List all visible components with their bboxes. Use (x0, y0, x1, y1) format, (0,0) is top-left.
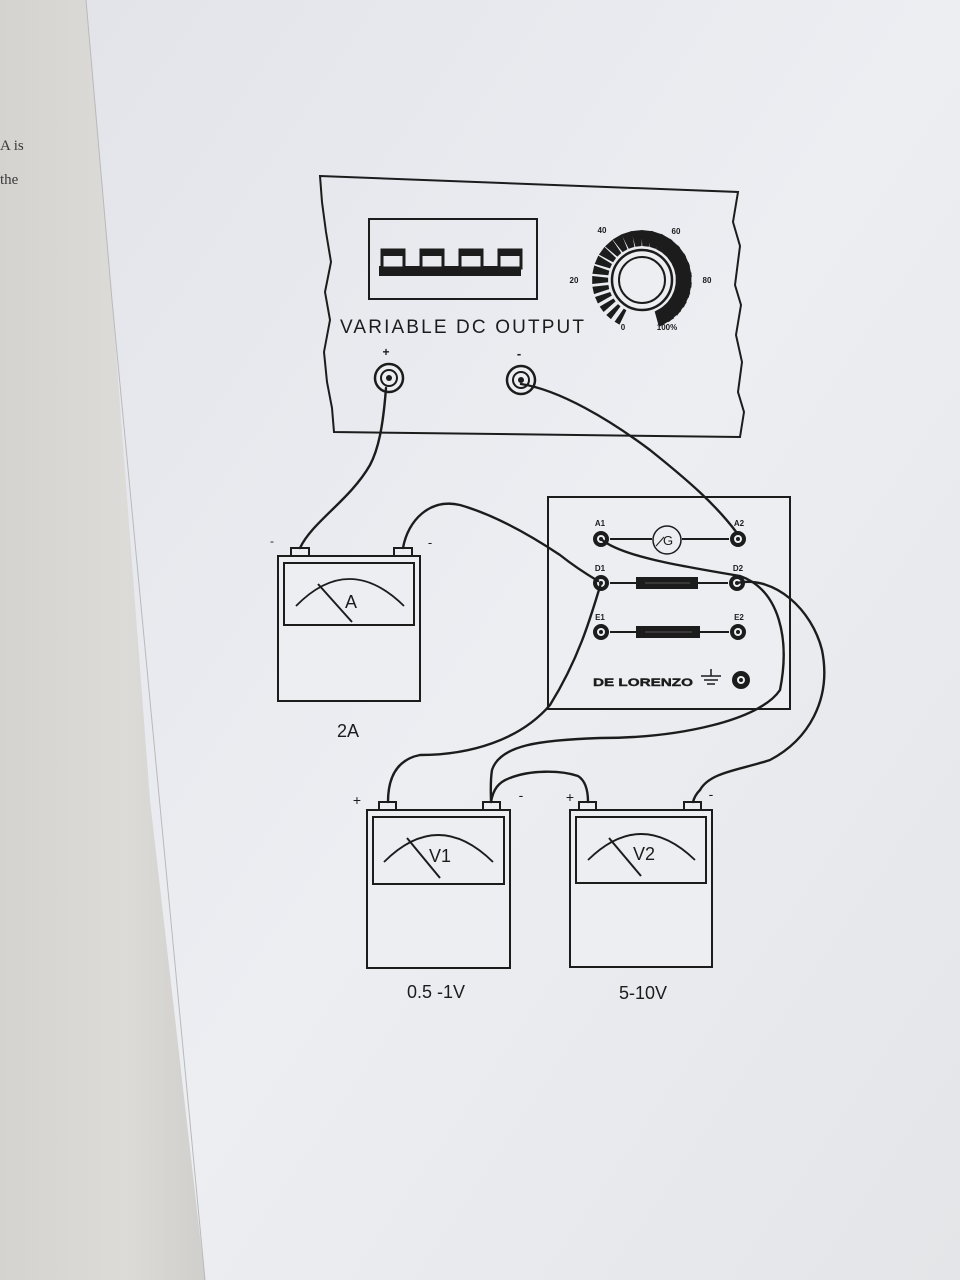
ammeter: A (277, 547, 421, 702)
plus-terminal[interactable] (373, 362, 405, 394)
dial-tick-mark (614, 308, 627, 325)
ground-terminal[interactable] (732, 671, 750, 689)
dial-tick-mark (667, 245, 687, 264)
dial-tick-mark (595, 292, 612, 304)
dial-tick-ring (592, 230, 692, 327)
dial-tick-mark (592, 285, 610, 295)
dial-tick-mark (599, 298, 616, 312)
wire-plus-to-ammeter (298, 386, 388, 550)
dial-tick-mark (605, 239, 622, 257)
ammeter-scale-arc (295, 578, 405, 607)
dial-tick-mark (606, 304, 621, 320)
terminal-e2[interactable] (730, 624, 746, 640)
dial-tick-mark (631, 230, 643, 247)
terminal-e1[interactable] (593, 624, 609, 640)
v2-plus-label: + (566, 789, 574, 805)
ammeter-range: 2A (337, 721, 359, 741)
v1-needle (406, 837, 441, 879)
v1-minus-label: - (519, 787, 524, 803)
power-supply-panel (318, 174, 746, 439)
dial-label-40: 40 (598, 226, 607, 235)
left-page-text-line: the (0, 172, 19, 188)
ground-icon (701, 669, 721, 685)
dial-tick-mark (654, 306, 675, 327)
brand-logo: DE LORENZO (593, 677, 694, 689)
dial-tick-mark (592, 276, 609, 284)
dial-tick-mark (598, 246, 617, 263)
terminal-label-a1: A1 (595, 519, 606, 528)
paper-surface (86, 0, 960, 1280)
ammeter-symbol: A (345, 592, 357, 612)
dial-tick-mark (661, 238, 681, 258)
ammeter-needle (317, 583, 353, 623)
dial-tick-mark (641, 230, 654, 247)
terminal-label-a2: A2 (734, 519, 745, 528)
terminal-label-e1: E1 (595, 613, 605, 622)
v2-scale-arc (587, 833, 696, 861)
voltage-dial: 40 60 20 80 0 100% (570, 226, 712, 332)
plus-terminal-label: + (382, 345, 389, 359)
ammeter-right-polarity: - (428, 535, 432, 550)
terminal-a2[interactable] (730, 531, 746, 547)
v2-symbol: V2 (633, 844, 655, 864)
v1-range: 0.5 -1V (407, 982, 465, 1002)
wire-d2-to-v2-minus (691, 580, 826, 804)
dial-tick-mark (592, 265, 610, 276)
v1-plus-label: + (353, 792, 361, 808)
terminal-label-d2: D2 (733, 564, 744, 573)
dial-tick-mark (666, 296, 687, 316)
toggle-switch-icon (497, 248, 523, 270)
terminal-label-e2: E2 (734, 613, 744, 622)
power-supply-title: VARIABLE DC OUTPUT (340, 317, 584, 338)
dial-label-20: 20 (570, 276, 579, 285)
minus-terminal-label: - (517, 346, 521, 361)
dial-label-80: 80 (703, 276, 712, 285)
galvanometer-symbol: G (663, 533, 673, 548)
ammeter-left-polarity: - (270, 534, 274, 548)
component-board: A1 A2 D1 D2 E1 E2 G DE LORENZO (547, 496, 791, 710)
minus-terminal[interactable] (505, 364, 537, 396)
v2-needle (608, 837, 642, 877)
v1-scale-window (372, 816, 505, 885)
wire-v1-minus-to-v2-plus (489, 770, 590, 804)
wire-d1-to-v1-plus (386, 581, 603, 804)
dial-tick-mark (612, 234, 628, 253)
v2-minus-label: - (709, 786, 714, 802)
dial-label-60: 60 (672, 227, 681, 236)
dial-tick-mark (594, 255, 612, 269)
dial-label-100: 100% (657, 323, 677, 332)
v2-range: 5-10V (619, 983, 667, 1003)
wire-minus-to-a2 (519, 382, 739, 535)
v1-symbol: V1 (429, 846, 451, 866)
v2-scale-window (575, 816, 707, 884)
switch-bank (368, 218, 538, 300)
terminal-label-d1: D1 (595, 564, 606, 573)
toggle-switch-icon (458, 248, 484, 270)
wire-a1-to-v1-minus (489, 537, 785, 804)
voltmeter-v2: V2 (569, 801, 713, 968)
toggle-switch-icon (380, 248, 406, 270)
dial-tick-mark (621, 231, 635, 249)
ammeter-scale-window (283, 562, 415, 626)
galvanometer-icon: G (652, 525, 682, 555)
wire-ammeter-to-d1 (401, 502, 600, 583)
dial-tick-mark (649, 230, 664, 249)
voltmeter-v1: V1 (366, 801, 511, 969)
dial-label-0: 0 (621, 323, 626, 332)
toggle-switch-icon (419, 248, 445, 270)
v1-scale-arc (383, 834, 494, 863)
dial-knob (610, 248, 674, 312)
left-page-text-line: A is (0, 138, 24, 154)
dial-tick-mark (655, 233, 673, 253)
